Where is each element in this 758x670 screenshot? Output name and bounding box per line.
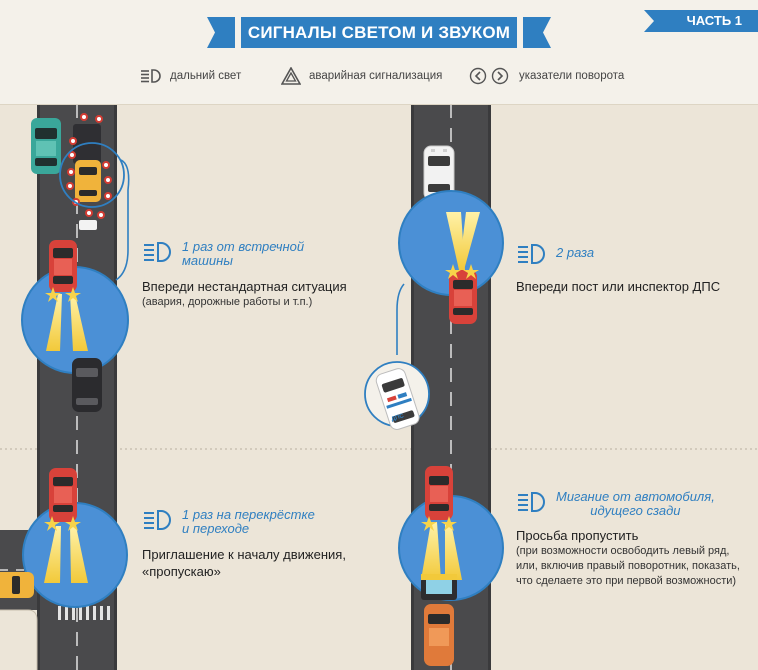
red-car	[449, 270, 477, 324]
high-beam-icon	[518, 492, 545, 512]
legend-label: дальний свет	[170, 70, 242, 82]
taxi-car	[0, 572, 34, 598]
situation-description: Приглашение к началу движения, «пропуска…	[142, 546, 392, 580]
legend-label: аварийная сигнализация	[309, 70, 443, 82]
red-car	[49, 468, 77, 522]
signal-crossing-once: 1 раз на перекрёстке и переходе	[142, 508, 315, 536]
legend-item-turn-signals: указатели поворота	[469, 66, 624, 86]
title-ribbon-right	[523, 17, 551, 48]
black-car	[72, 358, 102, 412]
situation-description: Просьба пропустить (при возможности осво…	[516, 527, 748, 589]
page-title: СИГНАЛЫ СВЕТОМ И ЗВУКОМ	[241, 17, 517, 48]
situation-description: Впереди нестандартная ситуация (авария, …	[142, 278, 392, 310]
teal-car	[31, 118, 61, 174]
signal-twice: 2 раза	[516, 242, 594, 266]
signal-oncoming-once: 1 раз от встречной машины	[142, 240, 304, 268]
police-car	[375, 368, 420, 430]
oncoming-flash-scene	[21, 240, 129, 412]
flash-from-behind-scene	[398, 466, 504, 666]
signal-label: 2 раза	[556, 245, 595, 260]
part-badge: ЧАСТЬ 1	[644, 10, 758, 32]
legend-item-high-beam: дальний свет	[140, 66, 241, 86]
police-post-scene	[364, 145, 504, 430]
crossing-scene	[0, 468, 128, 608]
taxi-car	[75, 160, 101, 202]
legend-item-hazard: аварийная сигнализация	[281, 66, 442, 86]
high-beam-icon	[141, 69, 161, 83]
high-beam-icon	[144, 242, 171, 262]
signal-label: Мигание от автомобиля, идущего сзади	[556, 489, 715, 518]
situation-title: Впереди нестандартная ситуация	[142, 279, 347, 294]
legend-label: указатели поворота	[519, 70, 625, 82]
title-ribbon-left	[207, 17, 235, 48]
white-car	[423, 145, 455, 201]
situation-title: Приглашение к началу движения, «пропуска…	[142, 547, 346, 579]
header	[0, 0, 758, 105]
signal-label: 1 раз от встречной машины	[182, 239, 305, 268]
hazard-triangle-icon	[281, 67, 301, 85]
turn-signal-arrows-icon	[469, 67, 509, 85]
orange-car	[424, 604, 454, 666]
red-car	[425, 466, 453, 520]
situation-description: Впереди пост или инспектор ДПС	[516, 278, 746, 295]
van	[421, 574, 457, 600]
situation-title: Просьба пропустить	[516, 528, 639, 543]
signal-flash-from-behind: Мигание от автомобиля, идущего сзади	[516, 490, 715, 518]
high-beam-icon	[144, 510, 171, 530]
situation-title: Впереди пост или инспектор ДПС	[516, 279, 721, 294]
high-beam-icon	[518, 244, 545, 264]
situation-note: (авария, дорожные работы и т.п.)	[142, 296, 313, 308]
accident-scene	[31, 113, 130, 281]
situation-note: (при возможности освободить левый ряд, и…	[516, 545, 740, 587]
signal-label: 1 раз на перекрёстке и переходе	[182, 507, 315, 536]
red-car	[49, 240, 77, 292]
